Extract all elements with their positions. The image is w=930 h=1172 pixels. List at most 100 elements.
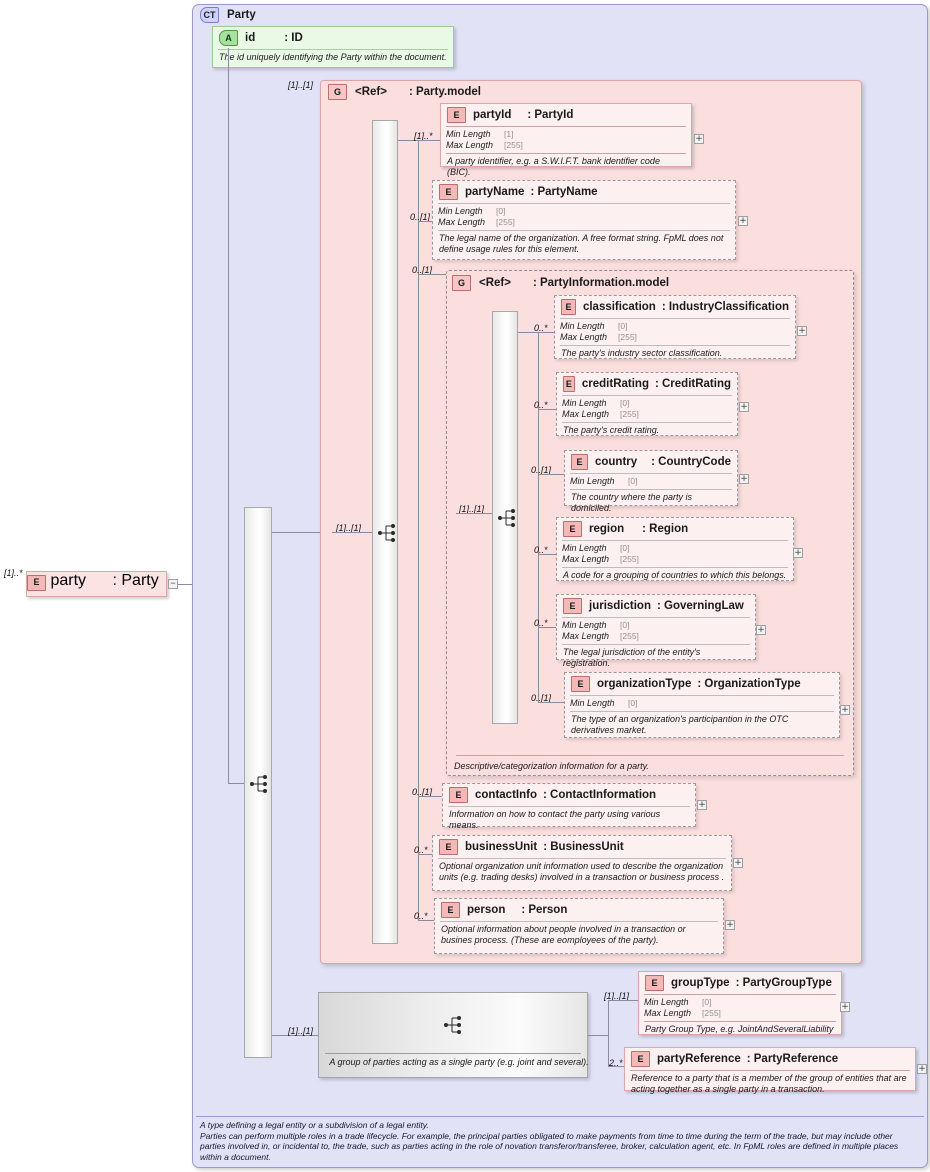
element-organizationType[interactable]: E organizationType : OrganizationType Mi… [564, 672, 840, 738]
facet-min-label: Min Length [438, 206, 483, 216]
expand-icon[interactable]: + [917, 1064, 927, 1074]
group-ref-label: <Ref> [479, 277, 511, 289]
facet-min-label: Min Length [446, 129, 491, 139]
facet-max-value: [255] [618, 332, 637, 342]
element-person[interactable]: E person : Person Optional information a… [434, 898, 724, 954]
expand-icon[interactable]: + [738, 216, 748, 226]
element-type: : PartyGroupType [735, 977, 832, 989]
group-badge-icon: G [328, 84, 347, 100]
connector-line [538, 332, 539, 702]
complex-type-documentation: A type defining a legal entity or a subd… [196, 1116, 924, 1162]
element-type: : Person [521, 904, 568, 916]
connector-line [418, 796, 442, 797]
facets-partyId: Min Length[1] Max Length[255] [441, 127, 691, 153]
expand-icon[interactable]: + [739, 402, 749, 412]
element-name: partyName [465, 186, 525, 198]
expand-icon[interactable]: + [725, 920, 735, 930]
element-badge-icon: E [645, 975, 664, 991]
cardinality-organizationType: 0..[1] [531, 693, 552, 703]
facet-max-label: Max Length [562, 631, 610, 641]
element-type: : ContactInformation [542, 789, 657, 801]
expand-icon[interactable]: + [756, 625, 766, 635]
element-description: The country where the party is domiciled… [571, 492, 693, 513]
facet-min-value: [0] [628, 698, 638, 708]
element-partyReference[interactable]: E partyReference : PartyReference Refere… [624, 1047, 916, 1094]
element-region[interactable]: E region : Region Min Length[0] Max Leng… [556, 517, 794, 581]
element-type: : Region [642, 523, 689, 535]
group-party-model-header: G <Ref> : Party.model [328, 83, 481, 101]
element-badge-icon: E [441, 902, 460, 918]
cardinality-groupType: [1]..[1] [604, 991, 630, 1001]
facet-max-value: [255] [620, 631, 639, 641]
element-businessUnit[interactable]: E businessUnit : BusinessUnit Optional o… [432, 835, 732, 891]
party-group-sequence-box[interactable]: A group of parties acting as a single pa… [318, 992, 589, 1078]
cardinality-jurisdiction: 0..* [534, 618, 548, 628]
facets-groupType: Min Length[0] Max Length[255] [639, 995, 841, 1021]
element-classification[interactable]: E classification : IndustryClassificatio… [554, 295, 796, 359]
sequence-icon [250, 775, 267, 793]
facet-min-label: Min Length [570, 476, 615, 486]
connector-line [418, 221, 432, 222]
expand-icon[interactable]: + [694, 134, 704, 144]
collapse-icon[interactable]: − [168, 579, 178, 589]
attribute-description: The id uniquely identifying the Party wi… [219, 52, 447, 62]
element-contactInfo[interactable]: E contactInfo : ContactInformation Infor… [442, 783, 696, 830]
complex-type-badge-icon: CT [200, 7, 219, 23]
facet-min-label: Min Length [562, 620, 607, 630]
element-groupType[interactable]: E groupType : PartyGroupType Min Length[… [638, 971, 842, 1035]
group-ref-label: <Ref> [355, 86, 387, 98]
group-party-information-header: G <Ref> : PartyInformation.model [452, 274, 669, 292]
element-name: classification [582, 301, 656, 313]
element-country[interactable]: E country : CountryCode Min Length[0] Th… [564, 450, 738, 513]
documentation-line-2: Parties can perform multiple roles in a … [200, 1130, 899, 1162]
sequence-icon [498, 509, 515, 527]
facets-organizationType: Min Length[0] [565, 696, 839, 711]
facet-min-value: [0] [628, 476, 638, 486]
attribute-type: : ID [284, 32, 303, 44]
attribute-id[interactable]: A id : ID The id uniquely identifying th… [212, 26, 454, 68]
facet-max-label: Max Length [562, 554, 610, 564]
party-model-inner-cardinality: [1]..[1] [336, 523, 362, 533]
facets-creditRating: Min Length[0] Max Length[255] [557, 396, 737, 422]
connector-line [398, 140, 418, 141]
element-type: : PartyReference [746, 1053, 839, 1065]
expand-icon[interactable]: + [733, 858, 743, 868]
element-partyName[interactable]: E partyName : PartyName Min Length[0] Ma… [432, 180, 736, 260]
expand-icon[interactable]: + [739, 474, 749, 484]
connector-line [418, 140, 419, 920]
connector-line [588, 1035, 608, 1036]
element-name: contactInfo [475, 789, 537, 801]
expand-icon[interactable]: + [793, 548, 803, 558]
element-name: partyReference [657, 1053, 741, 1065]
expand-icon[interactable]: + [697, 800, 707, 810]
cardinality-classification: 0..* [534, 323, 548, 333]
element-jurisdiction[interactable]: E jurisdiction : GoverningLaw Min Length… [556, 594, 756, 668]
connector-line [608, 1000, 638, 1001]
expand-icon[interactable]: + [840, 1002, 850, 1012]
element-partyId[interactable]: E partyId : PartyId Min Length[1] Max Le… [440, 103, 692, 177]
element-type: : PartyName [530, 186, 598, 198]
element-description: Optional information about people involv… [441, 924, 686, 945]
facet-max-label: Max Length [438, 217, 486, 227]
facet-max-label: Max Length [644, 1008, 692, 1018]
expand-icon[interactable]: + [797, 326, 807, 336]
element-type: : IndustryClassification [661, 301, 789, 313]
facet-max-value: [255] [620, 409, 639, 419]
element-creditRating[interactable]: E creditRating : CreditRating Min Length… [556, 372, 738, 436]
element-description: A party identifier, e.g. a S.W.I.F.T. ba… [447, 156, 660, 177]
element-name: party [50, 572, 87, 589]
connector-line [538, 702, 564, 703]
group-party-information-description-block: Descriptive/categorization information f… [448, 755, 852, 775]
element-name: creditRating [581, 378, 649, 390]
element-badge-icon: E [563, 598, 582, 614]
element-badge-icon: E [449, 787, 468, 803]
connector-line [418, 920, 434, 921]
party-information-inner-cardinality: [1]..[1] [459, 504, 485, 514]
element-party[interactable]: E party : Party [26, 571, 167, 597]
cardinality-country: 0..[1] [531, 465, 552, 475]
expand-icon[interactable]: + [840, 705, 850, 715]
facet-max-label: Max Length [560, 332, 608, 342]
element-badge-icon: E [27, 574, 46, 591]
sequence-icon [378, 524, 395, 542]
facet-min-value: [0] [618, 321, 628, 331]
